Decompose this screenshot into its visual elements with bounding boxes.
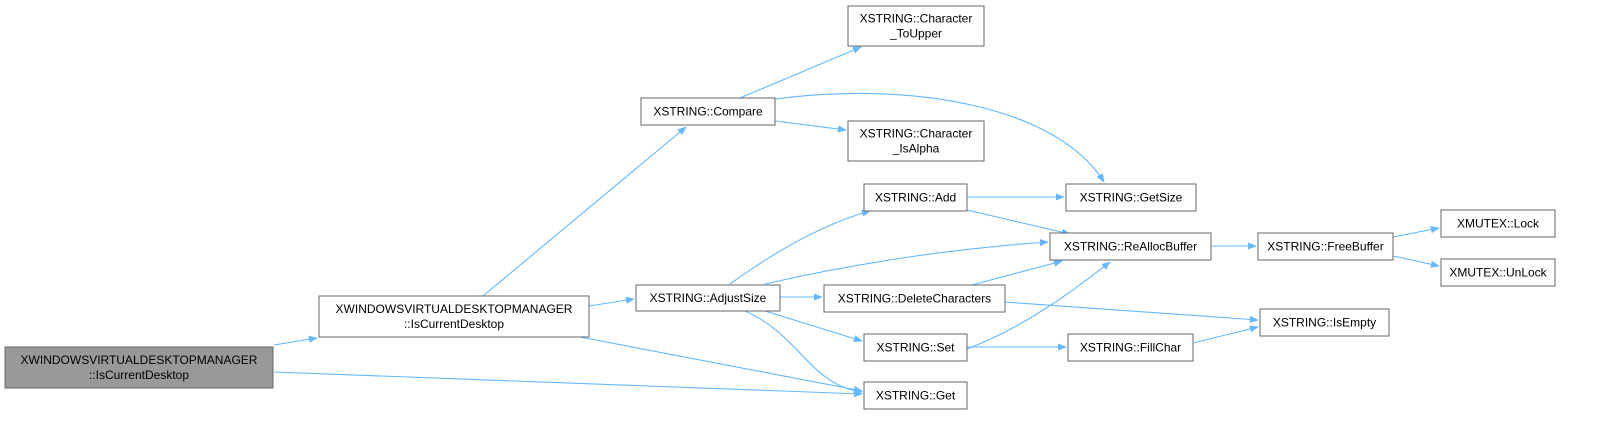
- node-box[interactable]: [863, 183, 968, 212]
- node-label: XSTRING::FreeBuffer: [1267, 240, 1383, 254]
- edge-compare-to-isalpha: [774, 120, 847, 133]
- node-toupper[interactable]: XSTRING::Character_ToUpper: [847, 5, 985, 47]
- node-compare[interactable]: XSTRING::Compare: [640, 97, 776, 126]
- node-box[interactable]: [1257, 232, 1394, 261]
- node-label: XSTRING::Add: [875, 191, 956, 205]
- node-box[interactable]: [640, 97, 776, 126]
- node-box[interactable]: [847, 120, 985, 162]
- node-label: XWINDOWSVIRTUALDESKTOPMANAGER: [336, 302, 573, 316]
- node-label: XSTRING::DeleteCharacters: [838, 292, 991, 306]
- edge-set-to-realloc: [966, 261, 1111, 350]
- node-getsize[interactable]: XSTRING::GetSize: [1065, 183, 1197, 212]
- edge-root-to-get: [273, 371, 863, 398]
- node-lock[interactable]: XMUTEX::Lock: [1440, 209, 1556, 238]
- node-realloc[interactable]: XSTRING::ReAllocBuffer: [1049, 232, 1212, 261]
- node-root[interactable]: XWINDOWSVIRTUALDESKTOPMANAGER::IsCurrent…: [4, 346, 274, 389]
- node-box[interactable]: [1440, 209, 1556, 238]
- node-box[interactable]: [1440, 258, 1556, 287]
- edge-adjust-to-set: [764, 310, 863, 343]
- edge-isdesk-to-adjust: [588, 296, 635, 307]
- node-box[interactable]: [863, 381, 968, 410]
- node-freebuf[interactable]: XSTRING::FreeBuffer: [1257, 232, 1394, 261]
- edge-compare-to-getsize: [774, 92, 1105, 183]
- node-isdesk[interactable]: XWINDOWSVIRTUALDESKTOPMANAGER::IsCurrent…: [318, 295, 590, 338]
- node-label: XSTRING::AdjustSize: [650, 291, 767, 305]
- edge-fillchar-to-isempty: [1192, 325, 1259, 344]
- node-label: XSTRING::Get: [876, 389, 956, 403]
- node-label: XSTRING::Set: [876, 341, 955, 355]
- edge-delchars-to-realloc: [971, 259, 1063, 286]
- node-unlock[interactable]: XMUTEX::UnLock: [1440, 258, 1556, 287]
- edge-adjust-to-get: [744, 310, 863, 395]
- node-label: ::IsCurrentDesktop: [404, 317, 504, 331]
- edge-isdesk-to-get: [579, 336, 863, 394]
- edge-freebuf-to-unlock: [1392, 255, 1440, 268]
- edge-isdesk-to-compare: [482, 126, 687, 297]
- node-set[interactable]: XSTRING::Set: [863, 333, 968, 362]
- node-box[interactable]: [863, 333, 968, 362]
- node-label: ::IsCurrentDesktop: [89, 368, 189, 382]
- node-isalpha[interactable]: XSTRING::Character_IsAlpha: [847, 120, 985, 162]
- edge-adjust-to-realloc: [764, 238, 1049, 285]
- nodes-layer: XWINDOWSVIRTUALDESKTOPMANAGER::IsCurrent…: [4, 5, 1556, 410]
- node-label: XSTRING::Compare: [653, 105, 763, 119]
- node-label: XSTRING::Character: [860, 12, 973, 26]
- node-isempty[interactable]: XSTRING::IsEmpty: [1259, 308, 1390, 337]
- node-label: XMUTEX::Lock: [1457, 217, 1540, 231]
- edges-layer: [273, 46, 1440, 398]
- node-label: XSTRING::FillChar: [1080, 341, 1181, 355]
- edge-adjust-to-add: [729, 209, 871, 285]
- node-label: XWINDOWSVIRTUALDESKTOPMANAGER: [21, 353, 258, 367]
- edge-add-to-realloc: [966, 209, 1071, 236]
- node-box[interactable]: [635, 284, 781, 312]
- node-label: XSTRING::Character: [860, 127, 973, 141]
- node-label: XSTRING::IsEmpty: [1273, 316, 1376, 330]
- node-box[interactable]: [1067, 333, 1194, 362]
- edge-freebuf-to-lock: [1392, 226, 1440, 238]
- node-add[interactable]: XSTRING::Add: [863, 183, 968, 212]
- node-box[interactable]: [1259, 308, 1390, 337]
- node-delchars[interactable]: XSTRING::DeleteCharacters: [823, 284, 1006, 313]
- node-adjust[interactable]: XSTRING::AdjustSize: [635, 284, 781, 312]
- node-box[interactable]: [1049, 232, 1212, 261]
- node-box[interactable]: [1065, 183, 1197, 212]
- node-box[interactable]: [823, 284, 1006, 313]
- node-label: XSTRING::ReAllocBuffer: [1064, 240, 1197, 254]
- node-label: _IsAlpha: [892, 142, 940, 156]
- node-label: XMUTEX::UnLock: [1449, 266, 1547, 280]
- edge-root-to-isdesk: [273, 335, 318, 346]
- edge-compare-to-toupper: [739, 46, 862, 99]
- node-label: _ToUpper: [889, 27, 942, 41]
- edge-delchars-to-isempty: [1004, 301, 1259, 324]
- node-get[interactable]: XSTRING::Get: [863, 381, 968, 410]
- node-box[interactable]: [318, 295, 590, 338]
- node-label: XSTRING::GetSize: [1080, 191, 1183, 205]
- node-box[interactable]: [4, 346, 274, 389]
- node-box[interactable]: [847, 5, 985, 47]
- node-fillchar[interactable]: XSTRING::FillChar: [1067, 333, 1194, 362]
